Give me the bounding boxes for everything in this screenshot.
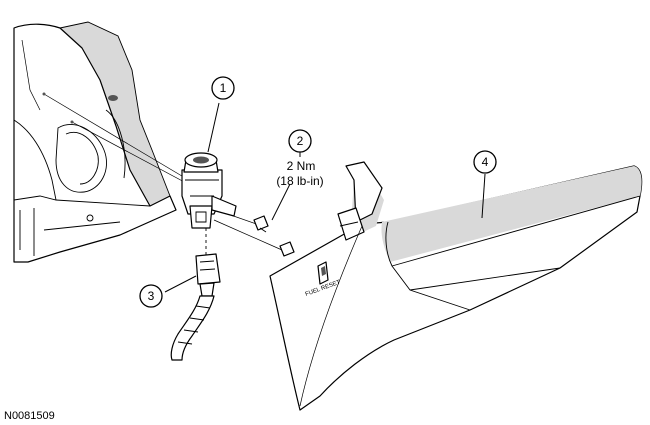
figure-id: N0081509: [4, 410, 55, 422]
callout-3: 3: [139, 284, 163, 308]
trim-panel: FUEL RESET: [269, 161, 643, 411]
callout-2-number: 2: [297, 134, 304, 148]
callout-1-number: 1: [220, 81, 227, 95]
electrical-connector: [195, 253, 221, 297]
screw: [253, 215, 295, 257]
torque-value-lbin: (18 lb-in): [276, 174, 323, 188]
torque-spec: 2 Nm (18 lb-in): [276, 159, 323, 188]
body-pillar: [13, 21, 177, 263]
callout-4: 4: [473, 150, 497, 174]
callout-3-number: 3: [148, 289, 155, 303]
wiring-harness: [170, 295, 215, 361]
torque-value-nm: 2 Nm: [287, 159, 316, 173]
inertia-switch: [181, 152, 237, 229]
callout-leaders: [164, 102, 486, 293]
callout-1: 1: [211, 76, 235, 100]
callout-2: 2: [288, 129, 312, 153]
callout-4-number: 4: [482, 155, 489, 169]
